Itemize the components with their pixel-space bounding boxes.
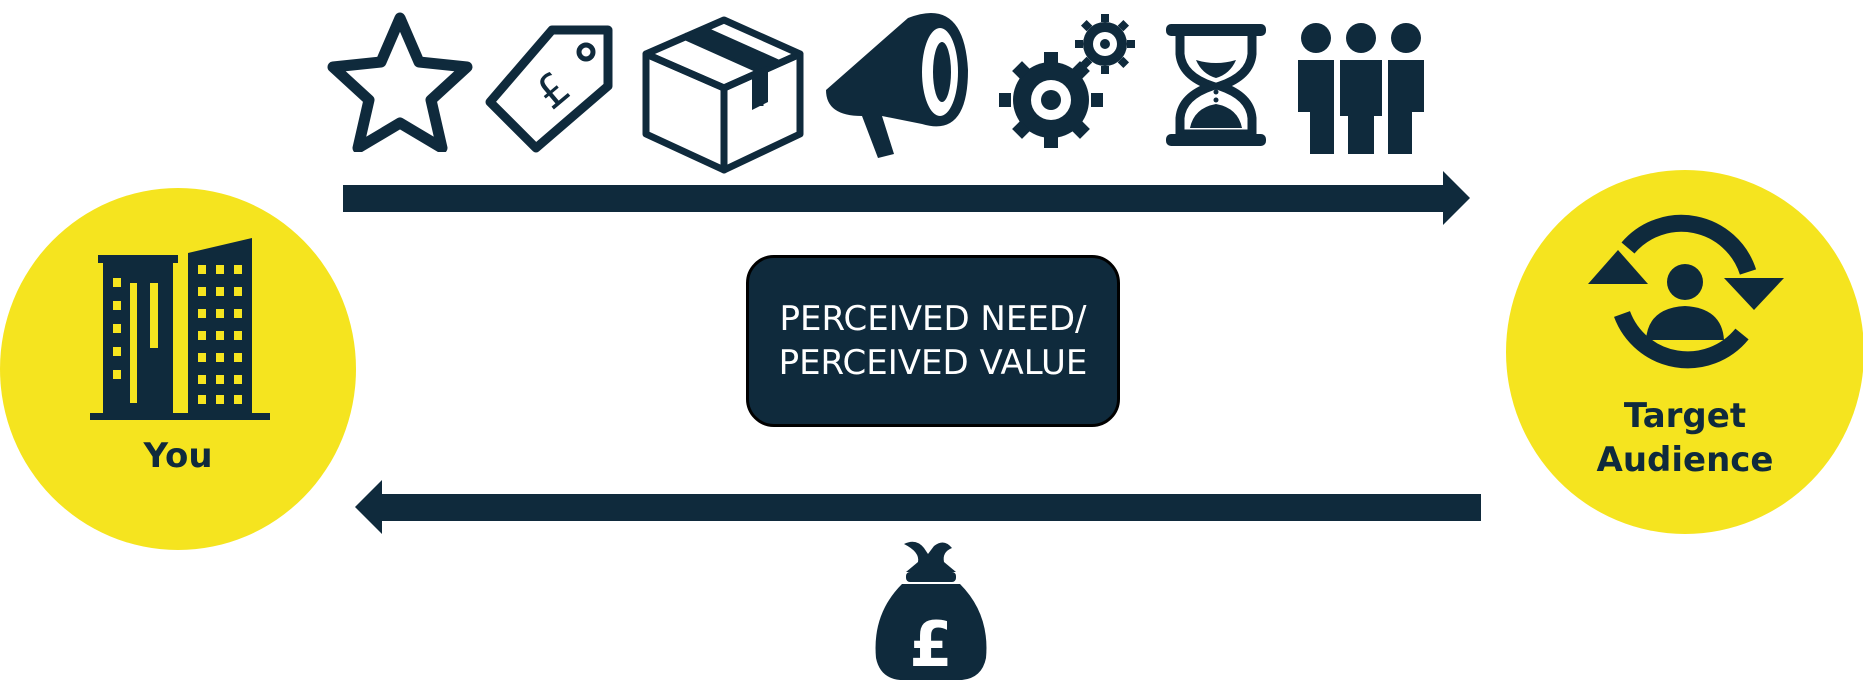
target-audience-circle: Target Audience <box>1506 170 1863 534</box>
star-icon <box>327 12 473 152</box>
perceived-value-box: PERCEIVED NEED/ PERCEIVED VALUE <box>746 255 1120 427</box>
target-label-line1: Target <box>1623 396 1747 436</box>
you-label: You <box>143 436 213 476</box>
user-refresh-icon <box>1588 214 1784 369</box>
you-circle: You <box>0 188 356 550</box>
svg-text:£: £ <box>909 608 952 681</box>
people-icon <box>1298 23 1424 154</box>
hourglass-icon <box>1166 24 1266 146</box>
money-bag-pound-icon: £ <box>875 541 987 681</box>
price-tag-pound-icon: £ <box>485 25 613 153</box>
target-label-line2: Audience <box>1596 440 1774 480</box>
box-icon <box>642 16 804 174</box>
center-line-1: PERCEIVED NEED/ <box>779 299 1087 339</box>
center-line-2: PERCEIVED VALUE <box>778 343 1088 383</box>
megaphone-icon <box>826 13 968 158</box>
buildings-icon <box>90 238 270 420</box>
gears-icon <box>999 14 1135 148</box>
